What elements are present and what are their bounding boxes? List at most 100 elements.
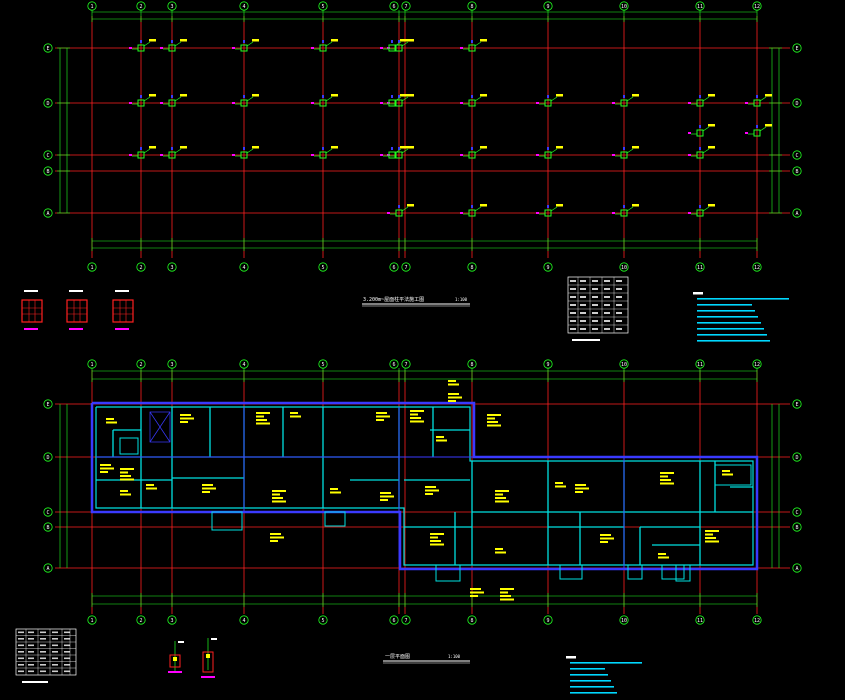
table-cell <box>616 320 622 322</box>
column-symbol-icon <box>160 39 187 52</box>
axis-label: C <box>795 510 798 516</box>
axis-bubble-icon: 12 <box>752 1 762 11</box>
section-detail-icon <box>112 290 134 330</box>
table-cell <box>18 657 24 660</box>
wall-bump <box>435 564 461 582</box>
table-cell <box>592 304 598 306</box>
column-symbol-icon <box>311 39 338 52</box>
room-label <box>256 412 270 425</box>
axis-label: 7 <box>404 4 407 10</box>
axis-bubble-icon: 7 <box>401 615 411 625</box>
axis-label: 9 <box>546 362 549 368</box>
table-cell <box>616 304 622 306</box>
axis-bubble-icon: E <box>43 43 53 53</box>
axis-bubble-icon: A <box>43 563 53 573</box>
axis-label: 12 <box>754 4 760 10</box>
axis-label: 3 <box>170 265 173 271</box>
room-label <box>376 412 390 421</box>
axis-label: D <box>795 101 798 107</box>
axis-bubble-icon: 12 <box>752 615 762 625</box>
table-cell <box>616 312 622 314</box>
axis-bubble-icon: 4 <box>239 262 249 272</box>
note-line <box>697 322 761 324</box>
column-symbol-icon <box>129 39 156 52</box>
table-cell <box>570 288 576 290</box>
room-label <box>410 410 424 423</box>
axis-bubble-icon: 8 <box>467 1 477 11</box>
column-symbol-icon <box>612 94 639 107</box>
table-cell <box>52 670 58 673</box>
table-cell <box>580 280 586 282</box>
outer-beam-outline <box>90 401 759 571</box>
table-cell <box>64 644 70 647</box>
axis-label: 1 <box>90 618 93 624</box>
notes-heading <box>693 292 703 295</box>
room-label <box>500 588 514 601</box>
note-line <box>697 316 758 318</box>
axis-label: 9 <box>546 4 549 10</box>
table-cell <box>570 312 576 314</box>
note-line <box>697 298 789 300</box>
table-cell <box>592 328 598 330</box>
axis-label: E <box>795 402 798 408</box>
table-cell <box>604 288 610 290</box>
axis-bubble-icon: D <box>43 98 53 108</box>
axis-label: 2 <box>139 4 142 10</box>
room-label <box>575 484 589 493</box>
room-label <box>555 482 566 488</box>
column-symbol-icon <box>536 204 563 217</box>
axis-label: B <box>795 169 798 175</box>
table-cell <box>64 657 70 660</box>
axis-bubble-icon: 11 <box>695 359 705 369</box>
table-cell <box>616 296 622 298</box>
column-symbol-icon <box>160 94 187 107</box>
axis-bubble-icon: 6 <box>389 615 399 625</box>
axis-label: 3 <box>170 618 173 624</box>
room-label <box>180 414 194 423</box>
column-symbol-icon <box>688 146 715 159</box>
axis-bubble-icon: 1 <box>87 1 97 11</box>
table-cell <box>592 320 598 322</box>
axis-label: 12 <box>754 362 760 368</box>
table-cell <box>580 320 586 322</box>
table-cell <box>52 664 58 666</box>
axis-label: 6 <box>392 4 395 10</box>
column-symbol-icon <box>129 146 156 159</box>
axis-label: A <box>795 211 798 217</box>
axis-label: 7 <box>404 618 407 624</box>
axis-label: C <box>795 153 798 159</box>
axis-label: 8 <box>470 265 473 271</box>
axis-label: 5 <box>321 265 324 271</box>
table-cell <box>40 631 46 634</box>
column-symbol-icon <box>380 39 407 52</box>
axis-label: 5 <box>321 4 324 10</box>
beam-schedule-table <box>15 628 77 683</box>
axis-bubble-icon: 7 <box>401 1 411 11</box>
axis-label: 1 <box>90 265 93 271</box>
table-cell <box>580 296 586 298</box>
axis-label: 3 <box>170 362 173 368</box>
axis-label: 5 <box>321 362 324 368</box>
axis-bubble-icon: 6 <box>389 262 399 272</box>
axis-label: 11 <box>697 4 703 10</box>
axis-label: C <box>46 510 49 516</box>
bottom-plan-title-block: 一层平面图 1:100 <box>383 654 470 664</box>
room-label <box>705 530 719 543</box>
column-symbol-icon <box>460 146 487 159</box>
table-cell <box>40 651 46 653</box>
wall-bump <box>324 511 346 527</box>
note-line <box>570 668 605 670</box>
table-cell <box>52 644 58 647</box>
general-notes-bottom <box>566 656 642 694</box>
table-cell <box>28 670 34 673</box>
table-cell <box>570 304 576 306</box>
column-symbol-icon <box>380 94 407 107</box>
axis-bubble-icon: C <box>43 150 53 160</box>
axis-label: 7 <box>404 265 407 271</box>
note-line <box>697 304 752 306</box>
note-line <box>697 340 770 342</box>
table-cell <box>64 651 70 653</box>
